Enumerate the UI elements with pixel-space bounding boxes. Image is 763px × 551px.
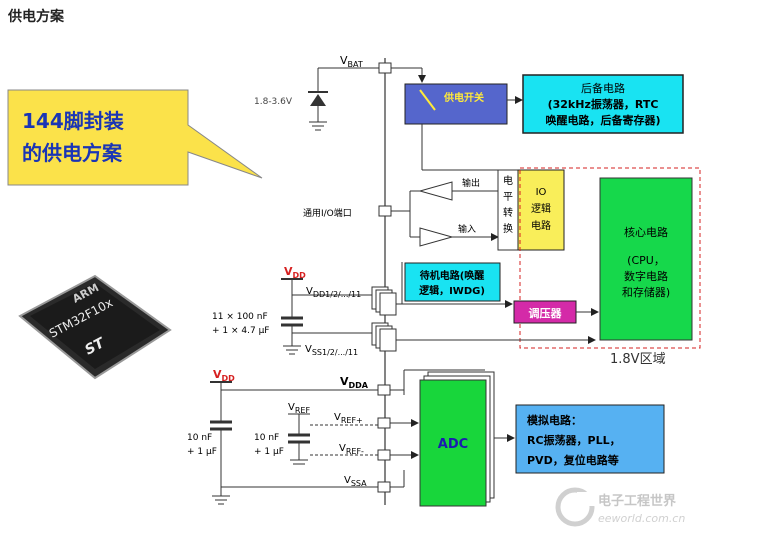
analog-circuit-block [515,404,665,474]
backup-label-2: (32kHz振荡器，RTC [548,97,659,111]
backup-circuit-block [522,74,684,134]
svg-text:VREF+: VREF+ [334,412,363,425]
gpio-port-label: 通用I/O端口 [303,207,352,219]
power-switch-block [404,83,508,125]
vdd-rail-section: VDD VDD1/2/.../11 VSS1/2/.../11 11 × 100… [212,262,596,357]
domain-1v8-label: 1.8V区域 [610,352,666,367]
backup-label-1: 后备电路 [581,81,625,95]
core-circuit-block [599,177,693,341]
callout-text-2: 的供电方案 [22,141,123,165]
callout-box: 144脚封装 的供电方案 [7,89,263,186]
analog-label-1: 模拟电路： [527,413,582,427]
analog-section: VDD VDDA 10 nF + 1 μF VREF 10 nF + 1 μF … [187,368,485,505]
callout-text-1: 脚封装 [64,109,124,133]
svg-text:VDD1/2/.../11: VDD1/2/.../11 [306,286,361,299]
standby-label-2: 逻辑，IWDG) [419,284,485,297]
backup-label-3: 唤醒电路，后备寄存器) [545,113,660,127]
page-title: 供电方案 [8,9,64,25]
svg-text:VSS1/2/.../11: VSS1/2/.../11 [305,344,358,357]
standby-label-1: 待机电路(唤醒 [420,269,485,282]
svg-text:VDDA: VDDA [340,375,369,390]
domain-1v8-border [519,167,701,349]
cap-mid-1: 10 nF [254,433,279,443]
caps-label-1: 11 × 100 nF [212,312,268,322]
io-logic-3: 电路 [531,219,551,232]
core-label-4: 和存储器) [622,285,670,299]
io-logic-block [517,169,565,251]
analog-label-2: RC振荡器，PLL， [527,433,621,447]
svg-text:VREF-: VREF- [339,443,364,456]
level-shift-3: 转 [503,206,513,219]
io-logic-2: 逻辑 [531,202,551,215]
core-label-1: 核心电路 [624,225,668,239]
svg-text:VDD: VDD [284,265,306,280]
input-label: 输入 [458,223,476,235]
callout-number: 144 [22,109,64,133]
svg-text:144脚封装: 144脚封装 [22,109,124,133]
level-shift-2: 平 [503,192,513,203]
chip-image: ARM STM32F10x ST [18,274,172,380]
watermark: 电子工程世界 eeworld.com.cn [555,487,685,527]
watermark-en: eeworld.com.cn [598,512,685,525]
io-logic-1: IO [536,187,547,198]
svg-text:VREF: VREF [288,402,310,415]
adc-block [419,379,487,507]
svg-text:VDD: VDD [213,368,235,383]
regulator-label: 调压器 [529,306,563,320]
vbat-section: VBAT 1.8-3.6V [254,54,426,131]
power-switch-label: 供电开关 [443,91,484,104]
core-label-3: 数字电路 [624,269,668,283]
core-label-2: (CPU， [627,254,665,267]
adc-label: ADC [438,437,468,452]
cap-left-1: 10 nF [187,433,212,443]
level-shift-1: 电 [503,174,513,187]
output-label: 输出 [462,177,480,189]
level-shift-4: 换 [503,222,513,235]
output-buffer [418,181,453,201]
cap-mid-2: + 1 μF [254,447,284,457]
caps-label-2: + 1 × 4.7 μF [212,326,269,336]
input-buffer [419,227,454,247]
analog-label-3: PVD，复位电路等 [527,453,619,467]
vbat-label: V [340,54,348,67]
svg-text:VBAT: VBAT [340,54,363,69]
svg-text:VSSA: VSSA [344,475,367,488]
cap-left-2: + 1 μF [187,447,217,457]
standby-circuit-block [404,262,501,302]
watermark-cn: 电子工程世界 [598,493,676,509]
battery-voltage: 1.8-3.6V [254,97,293,107]
